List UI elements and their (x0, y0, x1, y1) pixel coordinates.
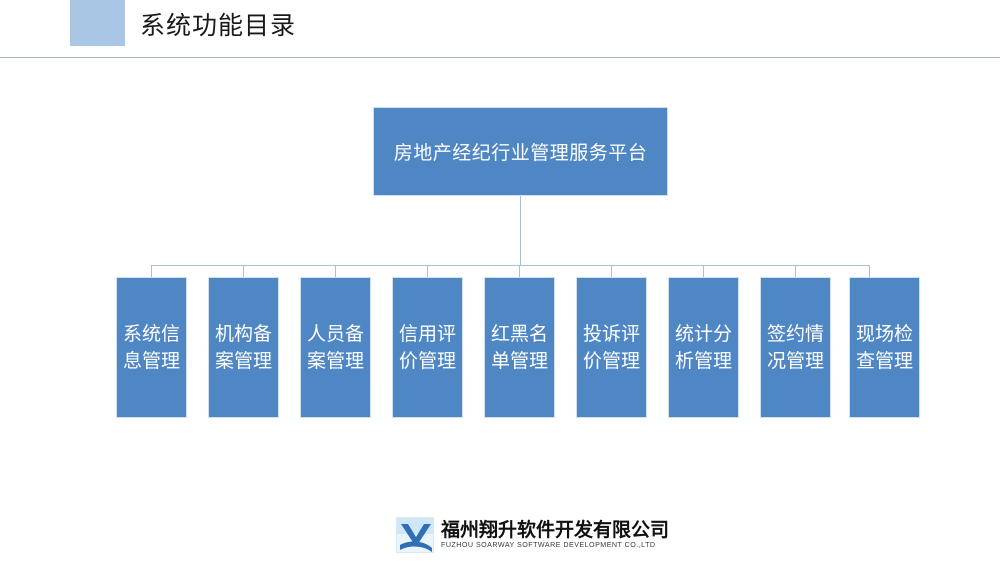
org-node-label: 系统信息管理 (122, 323, 180, 372)
connector-drop-1 (151, 265, 152, 277)
org-node-credit-evaluation[interactable]: 信用评价管理 (392, 277, 463, 418)
org-node-root[interactable]: 房地产经纪行业管理服务平台 (373, 107, 668, 196)
org-node-label: 签约情况管理 (766, 323, 824, 372)
page-title: 系统功能目录 (140, 12, 297, 40)
org-node-onsite-inspection[interactable]: 现场检查管理 (849, 277, 920, 418)
org-node-label: 统计分析管理 (674, 323, 732, 372)
org-node-label: 信用评价管理 (398, 323, 456, 372)
connector-drop-5 (519, 265, 520, 277)
slide-header: 系统功能目录 (0, 0, 1000, 58)
connector-drop-3 (335, 265, 336, 277)
org-node-root-label: 房地产经纪行业管理服务平台 (393, 143, 648, 164)
org-node-complaint-evaluation[interactable]: 投诉评价管理 (576, 277, 647, 418)
org-node-statistics-analysis[interactable]: 统计分析管理 (668, 277, 739, 418)
org-node-system-info[interactable]: 系统信息管理 (116, 277, 187, 418)
company-name-en: FUZHOU SOARWAY SOFTWARE DEVELOPMENT CO.,… (441, 541, 656, 549)
company-name-cn: 福州翔升软件开发有限公司 (441, 519, 670, 541)
header-accent-square (70, 0, 125, 46)
connector-root-stem (520, 196, 521, 265)
connector-drop-9 (869, 265, 870, 277)
soarway-swoosh-icon (396, 517, 434, 553)
org-chart: 房地产经纪行业管理服务平台 系统信息管理 机构备案管理 人员备案管理 信用评价管… (0, 58, 1000, 508)
connector-drop-2 (243, 265, 244, 277)
org-node-redblack-list[interactable]: 红黑名单管理 (484, 277, 555, 418)
org-node-label: 红黑名单管理 (490, 323, 548, 372)
connector-horizontal-bus (151, 265, 870, 266)
header-divider (0, 57, 1000, 58)
logo-text-block: 福州翔升软件开发有限公司 FUZHOU SOARWAY SOFTWARE DEV… (441, 520, 669, 551)
connector-drop-8 (795, 265, 796, 277)
org-node-label: 现场检查管理 (855, 323, 913, 372)
connector-drop-4 (427, 265, 428, 277)
footer-company-logo: 福州翔升软件开发有限公司 FUZHOU SOARWAY SOFTWARE DEV… (396, 515, 669, 555)
connector-drop-6 (611, 265, 612, 277)
org-node-label: 机构备案管理 (214, 323, 272, 372)
connector-drop-7 (703, 265, 704, 277)
org-node-agency-filing[interactable]: 机构备案管理 (208, 277, 279, 418)
org-node-label: 人员备案管理 (306, 323, 364, 372)
org-node-contract-status[interactable]: 签约情况管理 (760, 277, 831, 418)
org-node-personnel-filing[interactable]: 人员备案管理 (300, 277, 371, 418)
org-node-label: 投诉评价管理 (582, 323, 640, 372)
